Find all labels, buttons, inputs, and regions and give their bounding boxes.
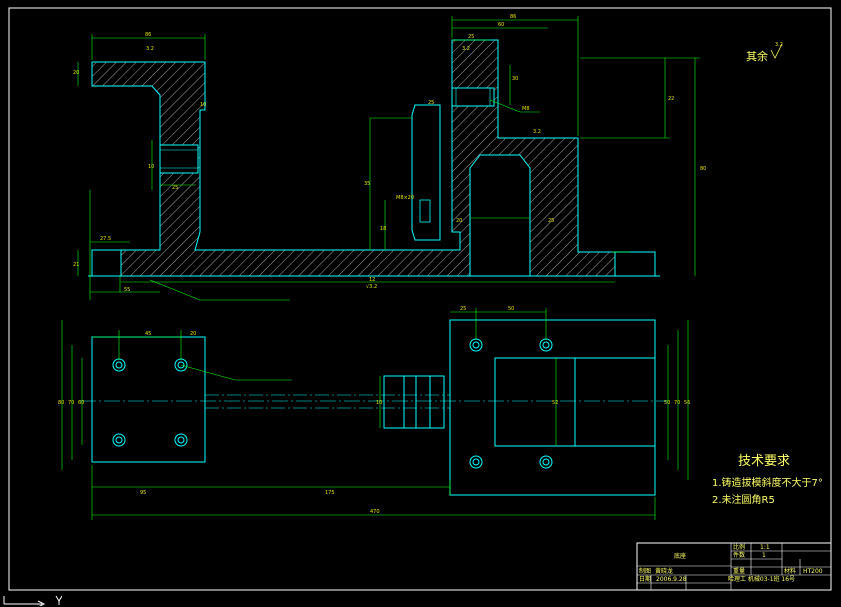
dim-text: 35 bbox=[364, 181, 370, 187]
scale-label: 比例 bbox=[733, 543, 745, 551]
dim-text: 52 bbox=[552, 400, 558, 406]
dim-text: 20 bbox=[190, 331, 196, 337]
material-value: HT200 bbox=[803, 568, 823, 575]
roughness-note-label: 其余 bbox=[746, 49, 768, 63]
dim-text: 22 bbox=[668, 96, 674, 102]
dim-text: 25 bbox=[548, 218, 554, 224]
dim-text: 50 bbox=[508, 306, 514, 312]
tech-req-item: 2.未注圆角R5 bbox=[712, 493, 775, 506]
dim-text: 70 bbox=[674, 400, 680, 406]
dim-text: 10 bbox=[376, 400, 382, 406]
top-view bbox=[80, 319, 668, 496]
right-foot bbox=[614, 251, 656, 277]
dim-text: 21 bbox=[73, 262, 79, 268]
dim-text: 20 bbox=[73, 70, 79, 76]
dim-text: 95 bbox=[140, 490, 146, 496]
drawing-border bbox=[8, 7, 832, 591]
qty-label: 件数 bbox=[733, 551, 745, 559]
dim-text: 25 bbox=[468, 34, 474, 40]
school-info: 哈理工 机械03-1班 16号 bbox=[728, 575, 795, 583]
dim-text: 50 bbox=[664, 400, 670, 406]
front-view-dimensions bbox=[77, 16, 700, 301]
ucs-icon bbox=[3, 595, 62, 606]
date-label: 日期 bbox=[639, 575, 651, 583]
tech-req-item: 1.铸造拔模斜度不大于7° bbox=[712, 476, 823, 489]
left-plate-holes bbox=[112, 358, 188, 447]
right-block-holes bbox=[469, 338, 553, 469]
dim-text: 30 bbox=[512, 76, 518, 82]
left-bore bbox=[159, 144, 199, 174]
dimension-labels: 86 3.2 86 60 25 3.2 80 22 30 M8 3.2 25 2… bbox=[58, 14, 706, 515]
dim-text: 12 bbox=[369, 277, 375, 283]
front-section-view bbox=[88, 39, 660, 277]
dim-text: 175 bbox=[325, 490, 335, 496]
top-bore bbox=[451, 87, 495, 107]
dim-text: 25 bbox=[428, 100, 434, 106]
dim-text: 80 bbox=[58, 400, 64, 406]
top-view-dimensions bbox=[61, 308, 689, 520]
right-block bbox=[449, 319, 656, 496]
dim-text: 10 bbox=[148, 164, 154, 170]
left-foot bbox=[91, 249, 122, 277]
weight-label: 重量 bbox=[733, 567, 745, 575]
dim-text: 3.2 bbox=[533, 129, 541, 135]
dim-text: 25 bbox=[460, 306, 466, 312]
dim-text: M8×20 bbox=[396, 195, 414, 201]
title-block: 底座 比例 1:1 件数 1 重量 材料 HT200 制图 黄晓龙 日期 200… bbox=[636, 542, 832, 591]
material-label: 材料 bbox=[784, 567, 796, 575]
dim-text: 86 bbox=[145, 32, 151, 38]
dim-text: M8 bbox=[522, 106, 530, 112]
dim-text: 70 bbox=[68, 400, 74, 406]
drawn-name: 黄晓龙 bbox=[655, 567, 673, 575]
surface-roughness-note: 其余 3.2 bbox=[746, 42, 783, 63]
right-cavity bbox=[469, 154, 531, 277]
drawn-label: 制图 bbox=[639, 567, 651, 575]
dim-text: 60 bbox=[78, 400, 84, 406]
dim-text: 20 bbox=[456, 218, 462, 224]
dim-text: 470 bbox=[370, 509, 380, 515]
dim-text: 3.2 bbox=[462, 46, 470, 52]
dim-text: 86 bbox=[510, 14, 516, 20]
roughness-note-value: 3.2 bbox=[775, 42, 783, 48]
dim-text: 3.2 bbox=[146, 46, 154, 52]
dim-text: 55 bbox=[124, 287, 130, 293]
dim-text: 60 bbox=[498, 22, 504, 28]
left-plate bbox=[91, 336, 206, 463]
dim-text: 27.5 bbox=[100, 236, 111, 242]
technical-requirements: 技术要求 1.铸造拔模斜度不大于7° 2.未注圆角R5 bbox=[712, 454, 823, 506]
part-name: 底座 bbox=[674, 552, 686, 560]
boss-top-view bbox=[403, 375, 445, 429]
dim-text: √3.2 bbox=[366, 284, 377, 290]
dim-text: 18 bbox=[380, 226, 386, 232]
tech-req-title: 技术要求 bbox=[738, 454, 790, 469]
dim-text: 80 bbox=[700, 166, 706, 172]
scale-value: 1:1 bbox=[760, 544, 770, 551]
dim-text: 25 bbox=[172, 185, 178, 191]
dim-text: 45 bbox=[145, 331, 151, 337]
qty-value: 1 bbox=[762, 552, 766, 559]
dim-text: 10 bbox=[200, 102, 206, 108]
middle-boss bbox=[411, 104, 441, 241]
dim-text: 56 bbox=[684, 400, 690, 406]
date-value: 2006.9.28 bbox=[656, 576, 687, 583]
